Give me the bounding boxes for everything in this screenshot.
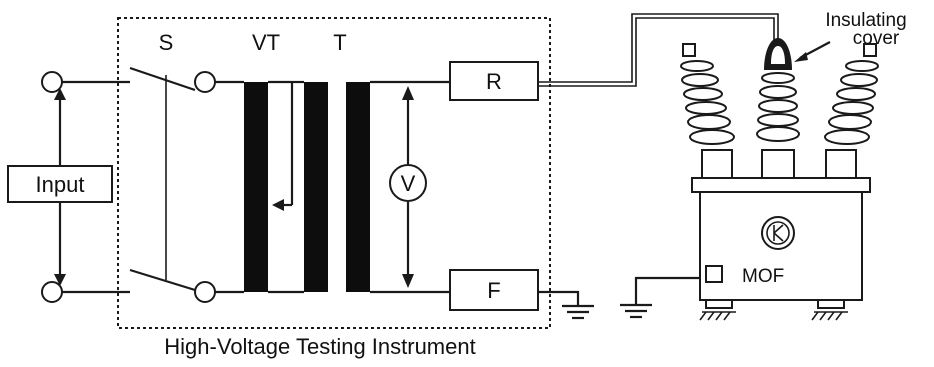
insulating-cover-label-1: Insulating	[825, 10, 906, 31]
insulating-cover-label-2: cover	[853, 28, 900, 49]
resistor-f-label: F	[487, 278, 500, 303]
switch-s: S	[129, 30, 244, 303]
input-label-box: Input	[7, 165, 113, 203]
vt-label: VT	[252, 30, 280, 55]
instrument-enclosure	[117, 17, 551, 329]
hv-lead	[538, 13, 779, 87]
insulating-cover	[764, 38, 792, 70]
transformer: T	[292, 30, 370, 292]
bushing-right	[824, 43, 879, 179]
mof-unit: MOF	[691, 177, 871, 321]
switch-label: S	[159, 30, 174, 55]
input-label: Input	[36, 172, 85, 197]
voltmeter-label: V	[401, 171, 416, 196]
bushing-center	[756, 72, 800, 179]
voltmeter: V	[389, 86, 427, 288]
input-terminals	[41, 71, 130, 303]
resistor-r-label: R	[486, 69, 502, 94]
diagram-caption: High-Voltage Testing Instrument	[164, 334, 475, 359]
insulating-cover-callout: Insulating cover	[794, 10, 907, 62]
instrument-ground	[538, 290, 594, 320]
secondary-wiring	[370, 80, 450, 294]
bushing-left	[680, 43, 735, 179]
mof-ground	[620, 276, 706, 319]
t-label: T	[333, 30, 346, 55]
resistor-f: F	[449, 269, 539, 311]
mof-label: MOF	[742, 266, 784, 287]
variable-transformer: VT	[244, 30, 304, 294]
resistor-r: R	[449, 61, 539, 101]
